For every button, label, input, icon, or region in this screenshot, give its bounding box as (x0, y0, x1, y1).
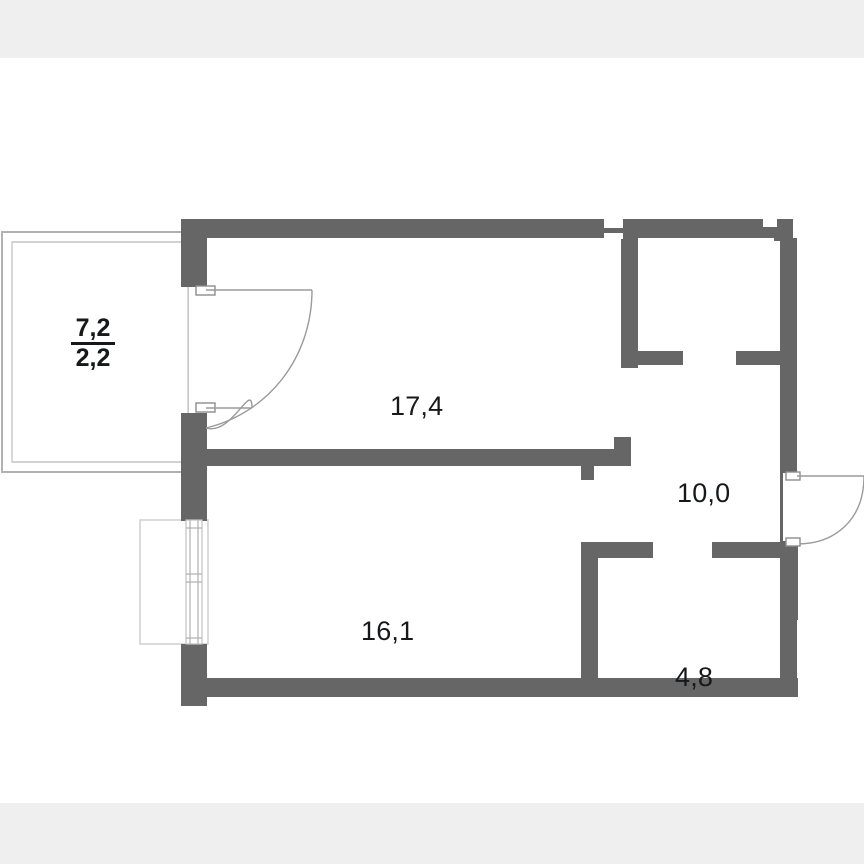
balcony-outline (1, 231, 189, 473)
door-balcony-double[interactable] (195, 285, 313, 430)
room-label-living-room: 17,4 (390, 391, 444, 421)
wall-openings (653, 348, 797, 560)
letterbox-band-bottom (0, 803, 864, 864)
balcony-connector-lines (2, 231, 181, 473)
floor-plan-canvas: 17,4 16,1 10,0 4,8 7,2 2,2 (0, 58, 864, 803)
balcony-area-total: 7,2 (75, 314, 111, 342)
balcony-fraction-rule (71, 342, 115, 345)
room-label-hall: 10,0 (677, 478, 731, 508)
balcony-area-reduced: 2,2 (75, 344, 111, 372)
wall-detail-overlay (581, 238, 798, 697)
window-balcony (185, 519, 203, 645)
balcony-area-label: 7,2 2,2 (58, 316, 128, 371)
door-entry[interactable] (785, 471, 864, 547)
room-label-bathroom: 4,8 (675, 662, 714, 692)
top-wall-opening-marks (604, 219, 777, 239)
wall-structure (181, 219, 798, 706)
room-label-bedroom: 16,1 (361, 616, 415, 646)
floor-plan-drawing (1, 219, 864, 706)
letterbox-band-top (0, 0, 864, 58)
